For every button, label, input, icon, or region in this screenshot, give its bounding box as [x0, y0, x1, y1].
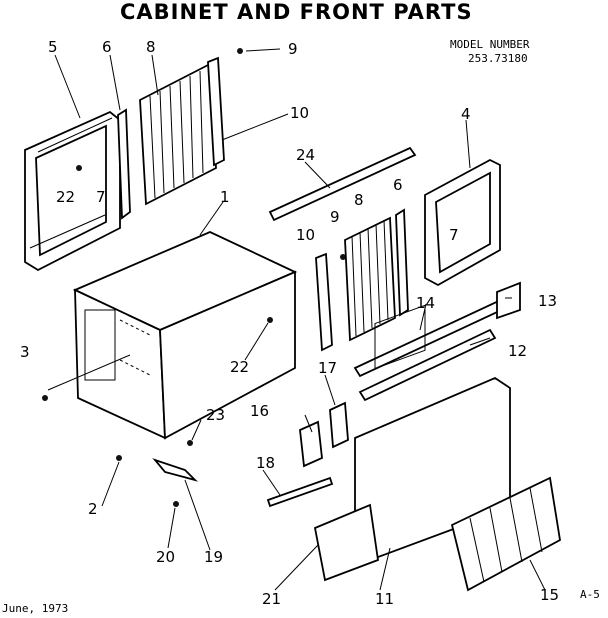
part-10-bracket-left — [207, 56, 225, 167]
callout-7-right: 7 — [449, 226, 459, 244]
callout-22: 22 — [56, 188, 75, 206]
part-24-bar — [268, 146, 417, 222]
callout-1: 1 — [220, 188, 230, 206]
callout-9-right: 9 — [330, 208, 340, 226]
part-8-louver-left — [139, 62, 217, 206]
part-2-screw — [116, 455, 122, 461]
callout-4: 4 — [461, 105, 471, 123]
part-22-screw-right — [267, 317, 273, 323]
callout-24: 24 — [296, 146, 315, 164]
callout-19: 19 — [204, 548, 223, 566]
callout-10: 10 — [290, 104, 309, 122]
callout-12: 12 — [508, 342, 527, 360]
part-8-louver-right — [344, 216, 396, 342]
callout-9: 9 — [288, 40, 298, 58]
part-20-screw — [173, 501, 179, 507]
part-12-rail — [358, 328, 497, 402]
part-18-rod — [266, 476, 334, 508]
model-number: 253.73180 — [468, 52, 528, 65]
callout-7: 7 — [96, 188, 106, 206]
diagram-title: CABINET AND FRONT PARTS — [120, 0, 473, 24]
part-17-bracket — [329, 401, 349, 449]
date-label: June, 1973 — [2, 602, 68, 615]
part-13-clip — [496, 281, 521, 320]
part-22-screw-left — [76, 165, 82, 171]
page-code: A-5 — [580, 588, 600, 601]
callout-16: 16 — [250, 402, 269, 420]
part-15-filter — [450, 476, 561, 592]
callout-2: 2 — [88, 500, 98, 518]
part-4-frame — [424, 158, 501, 287]
callout-11: 11 — [375, 590, 394, 608]
part-21-panel — [313, 503, 379, 582]
callout-10-right: 10 — [296, 226, 315, 244]
model-label: MODEL NUMBER — [450, 38, 530, 51]
callout-13: 13 — [538, 292, 557, 310]
callout-20: 20 — [156, 548, 175, 566]
callout-8-right: 8 — [354, 191, 364, 209]
callout-23: 23 — [206, 406, 225, 424]
callout-6: 6 — [102, 38, 112, 56]
part-3-screw — [42, 395, 48, 401]
callout-21: 21 — [262, 590, 281, 608]
callout-6-right: 6 — [393, 176, 403, 194]
callout-5: 5 — [48, 38, 58, 56]
part-23-screw — [187, 440, 193, 446]
part-9-screw-right — [340, 254, 346, 260]
callout-22-right: 22 — [230, 358, 249, 376]
callout-14: 14 — [416, 294, 435, 312]
callout-8: 8 — [146, 38, 156, 56]
part-6-strip-right — [395, 208, 409, 317]
part-6-strip-left — [117, 108, 131, 220]
part-9-screw-left — [237, 48, 243, 54]
callout-15: 15 — [540, 586, 559, 604]
part-1-cabinet — [72, 231, 298, 440]
part-10-bracket-right — [315, 252, 333, 352]
leader-lines — [47, 48, 546, 591]
part-16-bracket — [299, 420, 323, 468]
part-5-frame — [24, 110, 121, 272]
callout-18: 18 — [256, 454, 275, 472]
part-19-clamp — [152, 458, 199, 482]
callout-3: 3 — [20, 343, 30, 361]
callout-17: 17 — [318, 359, 337, 377]
